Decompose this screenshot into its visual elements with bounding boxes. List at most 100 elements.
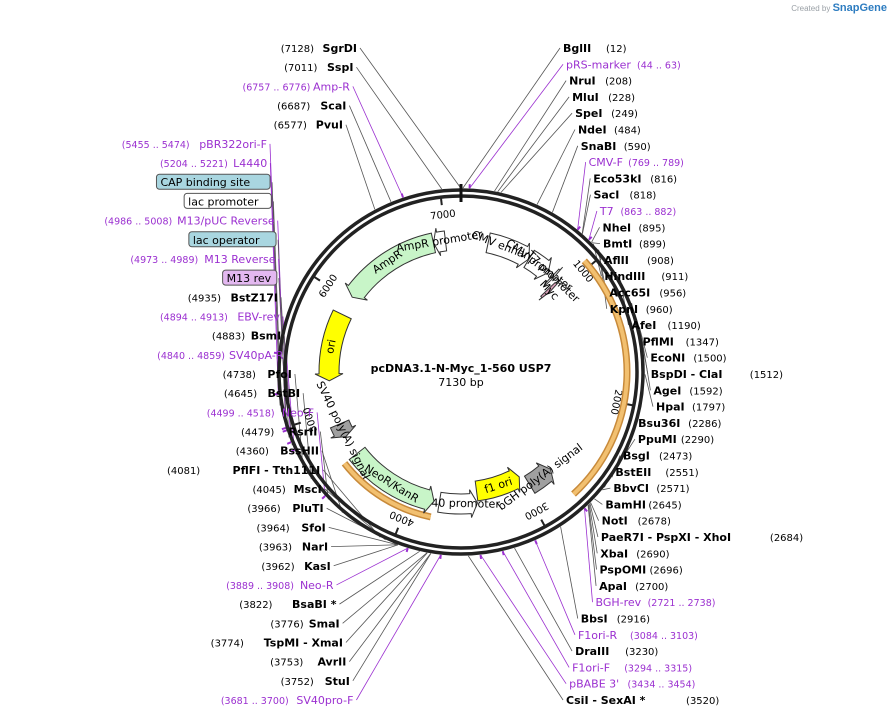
- leader-line: [339, 550, 420, 605]
- enzyme-label: NarI(3963): [259, 541, 328, 554]
- site-name: PflMI: [643, 335, 674, 348]
- primer-label: pBR322ori-F(5455 .. 5474): [122, 138, 267, 151]
- site-position: (3776): [270, 619, 303, 630]
- leader-line: [328, 527, 398, 546]
- enzyme-label: BssHII(4360): [236, 445, 319, 458]
- leader-line: [560, 526, 579, 619]
- enzyme-label: SpeI(249): [575, 107, 638, 120]
- leader-line: [626, 438, 636, 452]
- site-position: (895): [639, 223, 666, 234]
- site-position: (3681 .. 3700): [221, 696, 289, 707]
- enzyme-label: BamHI(2645): [605, 498, 681, 511]
- site-name: XbaI: [600, 547, 628, 560]
- leader-line: [348, 105, 392, 203]
- site-position: (1797): [692, 403, 725, 414]
- primer-label: CMV-F(769 .. 789): [589, 156, 684, 169]
- site-position: (44 .. 63): [637, 60, 681, 71]
- insert-arcs: [341, 258, 631, 521]
- site-name: HindIII: [604, 270, 645, 283]
- site-name: NotI: [602, 515, 628, 528]
- enzyme-label: KpnI(960): [610, 303, 673, 316]
- primer-mark: [286, 441, 292, 445]
- site-position: (4081): [167, 466, 200, 477]
- site-position: (6757 .. 6776): [242, 82, 310, 93]
- leader-line: [644, 374, 654, 407]
- leader-line: [286, 354, 295, 451]
- primer-mark: [290, 449, 295, 453]
- site-name: T7: [599, 205, 614, 218]
- site-position: (4738): [223, 370, 256, 381]
- enzyme-label: SfoI(3964): [256, 521, 325, 534]
- site-position: (2551): [665, 468, 698, 479]
- feature-box-text: lac operator: [193, 234, 260, 247]
- site-name: AvrII: [317, 656, 346, 669]
- site-position: (3889 .. 3908): [226, 581, 294, 592]
- leader-line: [588, 504, 597, 570]
- primer-label: Neo-F(4499 .. 4518): [207, 406, 314, 419]
- enzyme-label: BbsI(2916): [581, 613, 650, 626]
- site-name: SV40pro-F: [296, 694, 353, 707]
- feature-label: ori: [323, 338, 338, 355]
- leader-line: [331, 544, 398, 547]
- enzyme-label: HindIII(911): [604, 270, 688, 283]
- site-position: (818): [629, 191, 656, 202]
- site-name: BssHII: [280, 445, 319, 458]
- leader-line: [494, 80, 567, 192]
- plasmid-name: pcDNA3.1-N-Myc_1-560 USP7: [371, 362, 552, 375]
- site-position: (4479): [241, 428, 274, 439]
- leader-line: [584, 508, 593, 603]
- feature-box-label: lac operator: [188, 231, 277, 248]
- feature-box-label: CAP binding site: [155, 173, 271, 190]
- tick-label: 6000: [317, 273, 340, 300]
- site-name: SnaBI: [581, 140, 617, 153]
- insert-arc: [342, 462, 432, 519]
- primer-label: M13/pUC Reverse(4986 .. 5008): [104, 215, 275, 228]
- site-position: (2473): [659, 452, 692, 463]
- site-name: PaeR7I - PspXI - XhoI: [601, 531, 731, 544]
- leader-line: [356, 554, 442, 701]
- site-position: (2696): [650, 566, 683, 577]
- site-position: (3753): [270, 658, 303, 669]
- leader-line: [352, 86, 404, 198]
- site-name: SspI: [327, 61, 353, 74]
- site-position: (960): [646, 305, 673, 316]
- site-name: PvuI: [316, 119, 343, 132]
- site-position: (4883): [212, 332, 245, 343]
- site-position: (590): [624, 142, 651, 153]
- enzyme-label: BsaBI *(3822): [239, 598, 337, 611]
- site-position: (3752): [281, 677, 314, 688]
- leader-line: [577, 162, 587, 230]
- site-position: (1512): [750, 370, 783, 381]
- leader-line: [582, 194, 591, 234]
- leader-line: [359, 47, 462, 189]
- primer-label: Neo-R(3889 .. 3908): [226, 579, 334, 592]
- site-name: KasI: [304, 560, 331, 573]
- enzyme-label: NotI(2678): [602, 515, 671, 528]
- enzyme-label: PflFI - Tth111I(4081): [167, 464, 320, 477]
- site-name: BamHI: [605, 498, 646, 511]
- primer-label: L4440(5204 .. 5221): [160, 157, 267, 170]
- site-name: BstEII: [615, 466, 651, 479]
- leader-line: [591, 242, 601, 244]
- site-position: (3084 .. 3103): [630, 631, 698, 642]
- site-position: (2684): [770, 533, 803, 544]
- enzyme-label: AflII(908): [604, 254, 674, 267]
- site-position: (2700): [635, 582, 668, 593]
- site-name: EBV-rev: [237, 310, 280, 323]
- site-labels: BglII(12)pRS-marker(44 .. 63)NruI(208)Ml…: [104, 42, 803, 707]
- site-name: M13 Reverse: [204, 253, 275, 266]
- site-name: NarI: [302, 541, 328, 554]
- primer-mark: [534, 539, 538, 545]
- site-name: SgrDI: [323, 42, 357, 55]
- leader-line: [536, 129, 576, 205]
- enzyme-label: PpuMI(2290): [638, 433, 714, 446]
- site-position: (2721 .. 2738): [648, 598, 716, 609]
- enzyme-label: Bsu36I(2286): [638, 417, 721, 430]
- enzyme-label: SspI(7011): [284, 61, 353, 74]
- feature-box-label: lac promoter: [183, 192, 272, 209]
- leader-line: [469, 64, 564, 189]
- tick-mark: [312, 275, 321, 282]
- site-name: DraIII: [575, 645, 609, 658]
- feature-arrow: [542, 266, 564, 288]
- leader-line: [356, 66, 443, 190]
